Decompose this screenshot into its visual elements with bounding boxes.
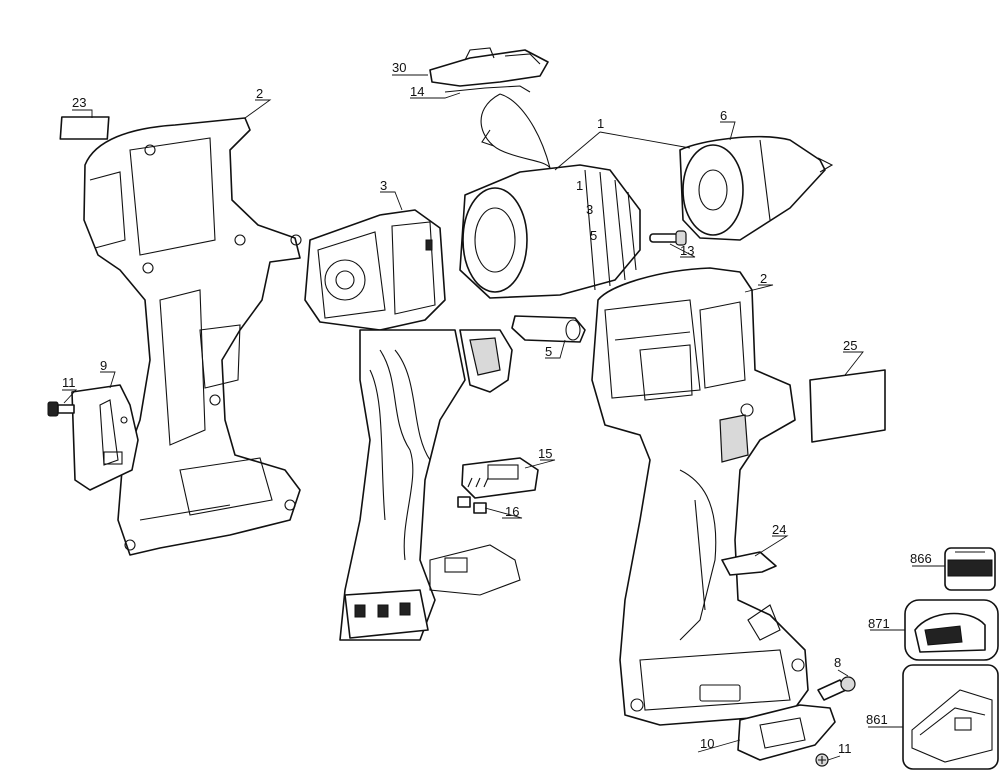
part-1-gearbox: 1 3 5 bbox=[459, 164, 641, 299]
part-16-small-blocks bbox=[457, 496, 487, 514]
part-3-motor-assembly bbox=[304, 209, 521, 641]
part-871-charger bbox=[904, 599, 999, 661]
callout-30: 30 bbox=[392, 60, 406, 75]
callout-871: 871 bbox=[868, 616, 890, 631]
part-15-switch-button bbox=[461, 457, 539, 499]
gearbox-digit-5: 5 bbox=[590, 228, 597, 243]
callout-5: 5 bbox=[545, 344, 552, 359]
callout-16: 16 bbox=[505, 504, 519, 519]
callout-23: 23 bbox=[72, 95, 86, 110]
callout-labels: 30 14 23 2 1 6 3 13 2 5 25 11 9 15 16 24… bbox=[62, 60, 932, 756]
part-866-battery bbox=[944, 547, 996, 591]
callout-11-left: 11 bbox=[62, 375, 76, 390]
gearbox-digit-1: 1 bbox=[576, 178, 583, 193]
callout-6: 6 bbox=[720, 108, 727, 123]
part-9-belt-hook bbox=[71, 384, 139, 491]
part-8-screw bbox=[817, 676, 856, 701]
callout-866: 866 bbox=[910, 551, 932, 566]
callout-8: 8 bbox=[834, 655, 841, 670]
part-25-label bbox=[809, 369, 886, 443]
callout-10: 10 bbox=[700, 736, 714, 751]
part-11-screw-left bbox=[47, 401, 75, 417]
callout-2-left: 2 bbox=[256, 86, 263, 101]
callout-1: 1 bbox=[597, 116, 604, 131]
gearbox-digit-3: 3 bbox=[586, 202, 593, 217]
part-10-end-cap bbox=[737, 704, 836, 761]
callout-24: 24 bbox=[772, 522, 786, 537]
callout-2-right: 2 bbox=[760, 271, 767, 286]
part-2-right-housing bbox=[591, 267, 809, 726]
callout-11-right: 11 bbox=[838, 741, 852, 756]
part-5-clip bbox=[511, 315, 586, 343]
part-24-label bbox=[721, 551, 777, 576]
callout-861: 861 bbox=[866, 712, 888, 727]
part-861-case bbox=[902, 664, 999, 770]
callout-25: 25 bbox=[843, 338, 857, 353]
part-6-chuck bbox=[679, 135, 834, 241]
callout-13: 13 bbox=[680, 243, 694, 258]
part-23-label bbox=[59, 116, 110, 140]
part-11-screw-right bbox=[815, 753, 829, 767]
part-13-pin bbox=[649, 230, 687, 246]
callout-14: 14 bbox=[410, 84, 424, 99]
part-14-spring-clip bbox=[444, 85, 551, 169]
part-30-switch-cover bbox=[429, 47, 549, 87]
leader-lines bbox=[62, 74, 945, 761]
part-2-left-housing bbox=[83, 117, 302, 556]
callout-3: 3 bbox=[380, 178, 387, 193]
callout-15: 15 bbox=[538, 446, 552, 461]
callout-9: 9 bbox=[100, 358, 107, 373]
